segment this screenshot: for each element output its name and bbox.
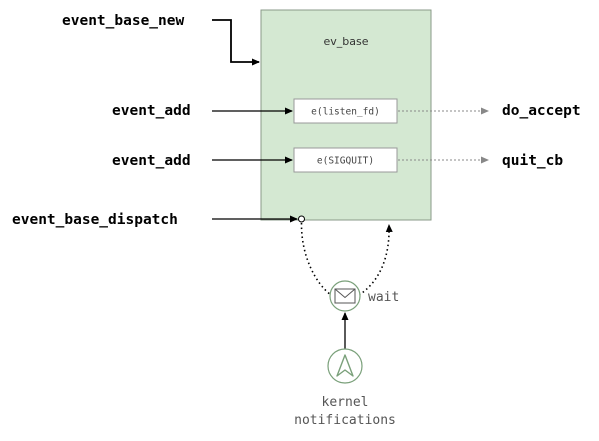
event-box-listen-fd [293,98,398,124]
kernel-chevron-icon [327,348,363,384]
label-event-base-dispatch: event_base_dispatch [12,212,178,228]
dispatch-to-wait-curve [300,222,332,296]
event-box-sigquit [293,147,398,173]
arrow-event-base-new [212,19,260,66]
label-event-add-2: event_add [112,153,191,169]
wait-to-base-curve [358,224,393,296]
envelope-icon [329,280,361,312]
label-event-add-1: event_add [112,103,191,119]
label-wait: wait [368,290,399,305]
event-box-sigquit-label: e(SIGQUIT) [317,156,374,167]
label-event-base-new: event_base_new [62,13,184,29]
label-quit-cb: quit_cb [502,153,563,169]
label-kernel: kernel [322,395,369,410]
label-do-accept: do_accept [502,103,581,119]
label-notifications: notifications [294,413,396,428]
event-box-listen-fd-label: e(listen_fd) [311,107,380,118]
dispatch-entry-point [298,215,305,223]
ev-base-title: ev_base [324,35,369,48]
